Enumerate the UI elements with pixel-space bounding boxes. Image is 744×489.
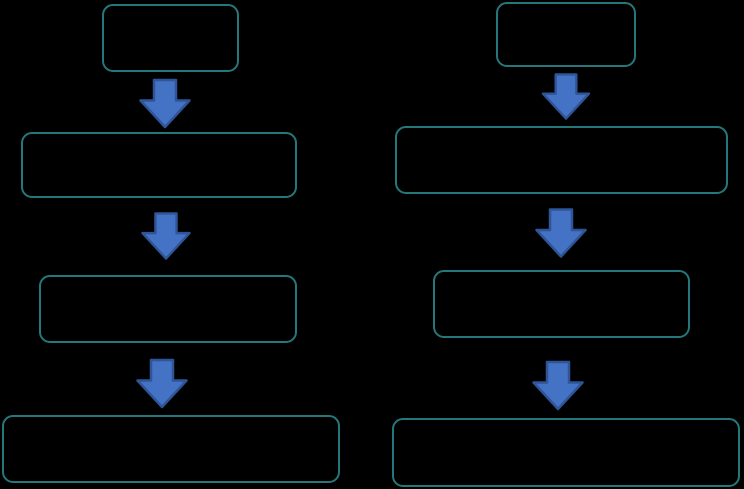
flow-box-right-3: [433, 270, 690, 338]
down-arrow-right-1: [540, 73, 592, 120]
down-arrow-icon: [139, 78, 191, 129]
flow-box-right-1: [496, 2, 636, 67]
down-arrow-right-2: [535, 208, 587, 258]
down-arrow-icon: [532, 360, 584, 411]
down-arrow-right-3: [532, 360, 584, 411]
flow-box-left-4: [2, 415, 340, 483]
flow-box-left-1: [102, 4, 239, 72]
down-arrow-left-1: [139, 77, 191, 130]
down-arrow-icon: [141, 212, 191, 260]
flow-box-right-4: [392, 418, 740, 487]
down-arrow-left-2: [140, 212, 192, 260]
flow-box-right-2: [395, 126, 728, 194]
flow-box-left-3: [39, 275, 297, 343]
flow-box-left-2: [21, 132, 297, 198]
down-arrow-icon: [136, 358, 188, 409]
down-arrow-left-3: [136, 358, 188, 409]
down-arrow-icon: [535, 208, 587, 258]
down-arrow-icon: [541, 73, 591, 120]
